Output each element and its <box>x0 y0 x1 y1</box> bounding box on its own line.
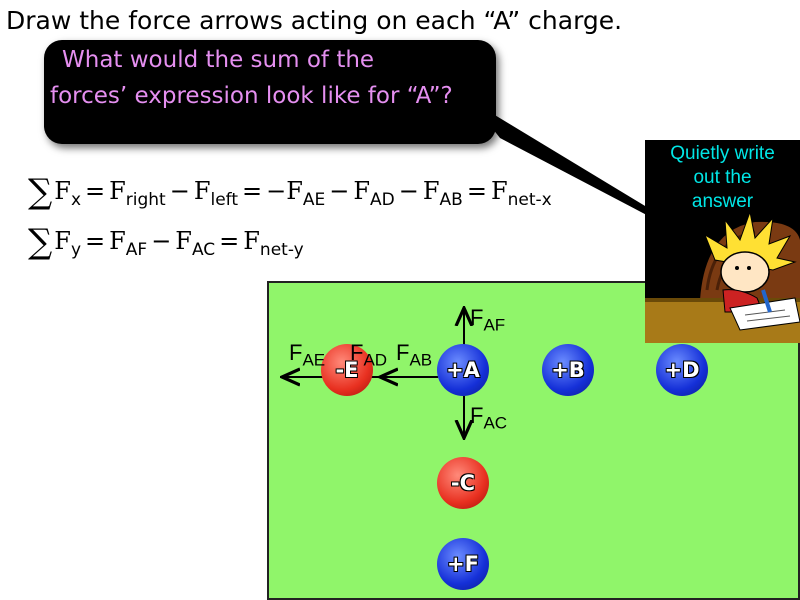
cartoon-caption: Quietly write out the answer <box>670 143 775 212</box>
charge-a: +A <box>437 344 489 396</box>
charge-b: +B <box>542 344 594 396</box>
label-fae: FAE <box>289 340 326 370</box>
sigma-icon: ∑ <box>28 222 53 262</box>
label-fab: FAB <box>396 340 433 370</box>
charge-d: +D <box>656 344 708 396</box>
slide-title: Draw the force arrows acting on each “A”… <box>6 6 623 35</box>
charge-e: -E <box>321 344 373 396</box>
charge-c: -C <box>437 457 489 509</box>
charge-f: +F <box>437 538 489 590</box>
sum-fx-equation: ∑Fx=Fright−Fleft=−FAE−FAD−FAB=Fnet-x <box>28 172 552 212</box>
label-fad: FAD <box>350 340 388 370</box>
label-fac: FAC <box>470 403 508 433</box>
speech-bubble <box>44 40 496 144</box>
sum-fy-equation: ∑Fy=FAF−FAC=Fnet-y <box>28 222 304 262</box>
bubble-line-2: forces’ expression look like for “A”? <box>50 83 453 109</box>
sigma-icon: ∑ <box>28 172 53 212</box>
bubble-line-1: What would the sum of the <box>62 47 375 73</box>
label-faf: FAF <box>470 305 506 335</box>
cartoon-panel: Quietly write out the answer <box>645 140 800 343</box>
writing-kid-illustration <box>645 140 800 343</box>
